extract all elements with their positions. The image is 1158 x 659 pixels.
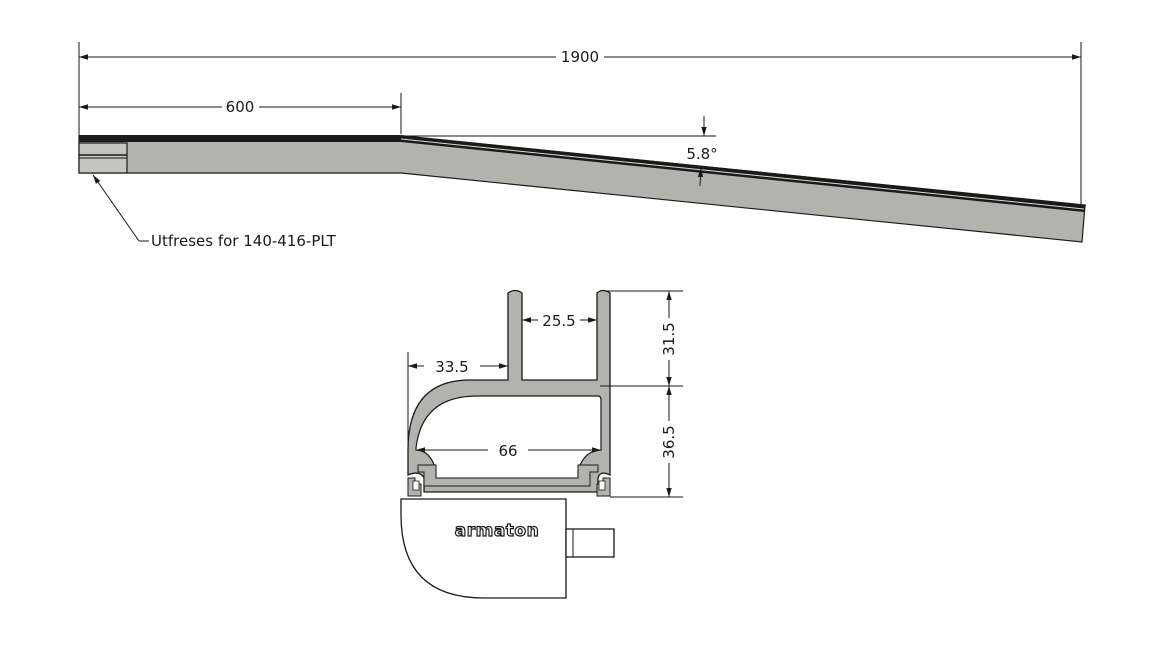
- clamp-body: [400, 498, 567, 599]
- dim-angle: 5.8°: [686, 145, 717, 163]
- dim-top-gap: 25.5: [542, 312, 575, 330]
- profile-section-cavity: [415, 395, 602, 486]
- callout-leader: [92, 174, 140, 242]
- cross-section: armaton 25.5 33.5 66 31.5: [400, 289, 683, 599]
- callout-label: Utfreses for 140-416-PLT: [151, 232, 337, 250]
- dim-straight-length: 600: [226, 98, 255, 116]
- side-view: 1900 600 5.8° Utfreses for 140-416-PLT: [78, 42, 1086, 250]
- dim-total-length: 1900: [561, 48, 599, 66]
- angle-arrow-bottom: [697, 167, 704, 187]
- hook-slot-left: [412, 480, 420, 491]
- dim-inner-width: 66: [498, 442, 517, 460]
- profile-bar: [78, 135, 1086, 243]
- dim-upper-height: 31.5: [660, 322, 678, 355]
- clamp-pin: [565, 528, 615, 558]
- profile-section-channel: [417, 464, 599, 487]
- dim-side-offset: 33.5: [435, 358, 468, 376]
- hook-slot-right: [598, 480, 606, 491]
- armaton-logo: armaton: [455, 521, 539, 541]
- profile-top-highlight: [400, 138, 1085, 210]
- dim-lower-height: 36.5: [660, 425, 678, 458]
